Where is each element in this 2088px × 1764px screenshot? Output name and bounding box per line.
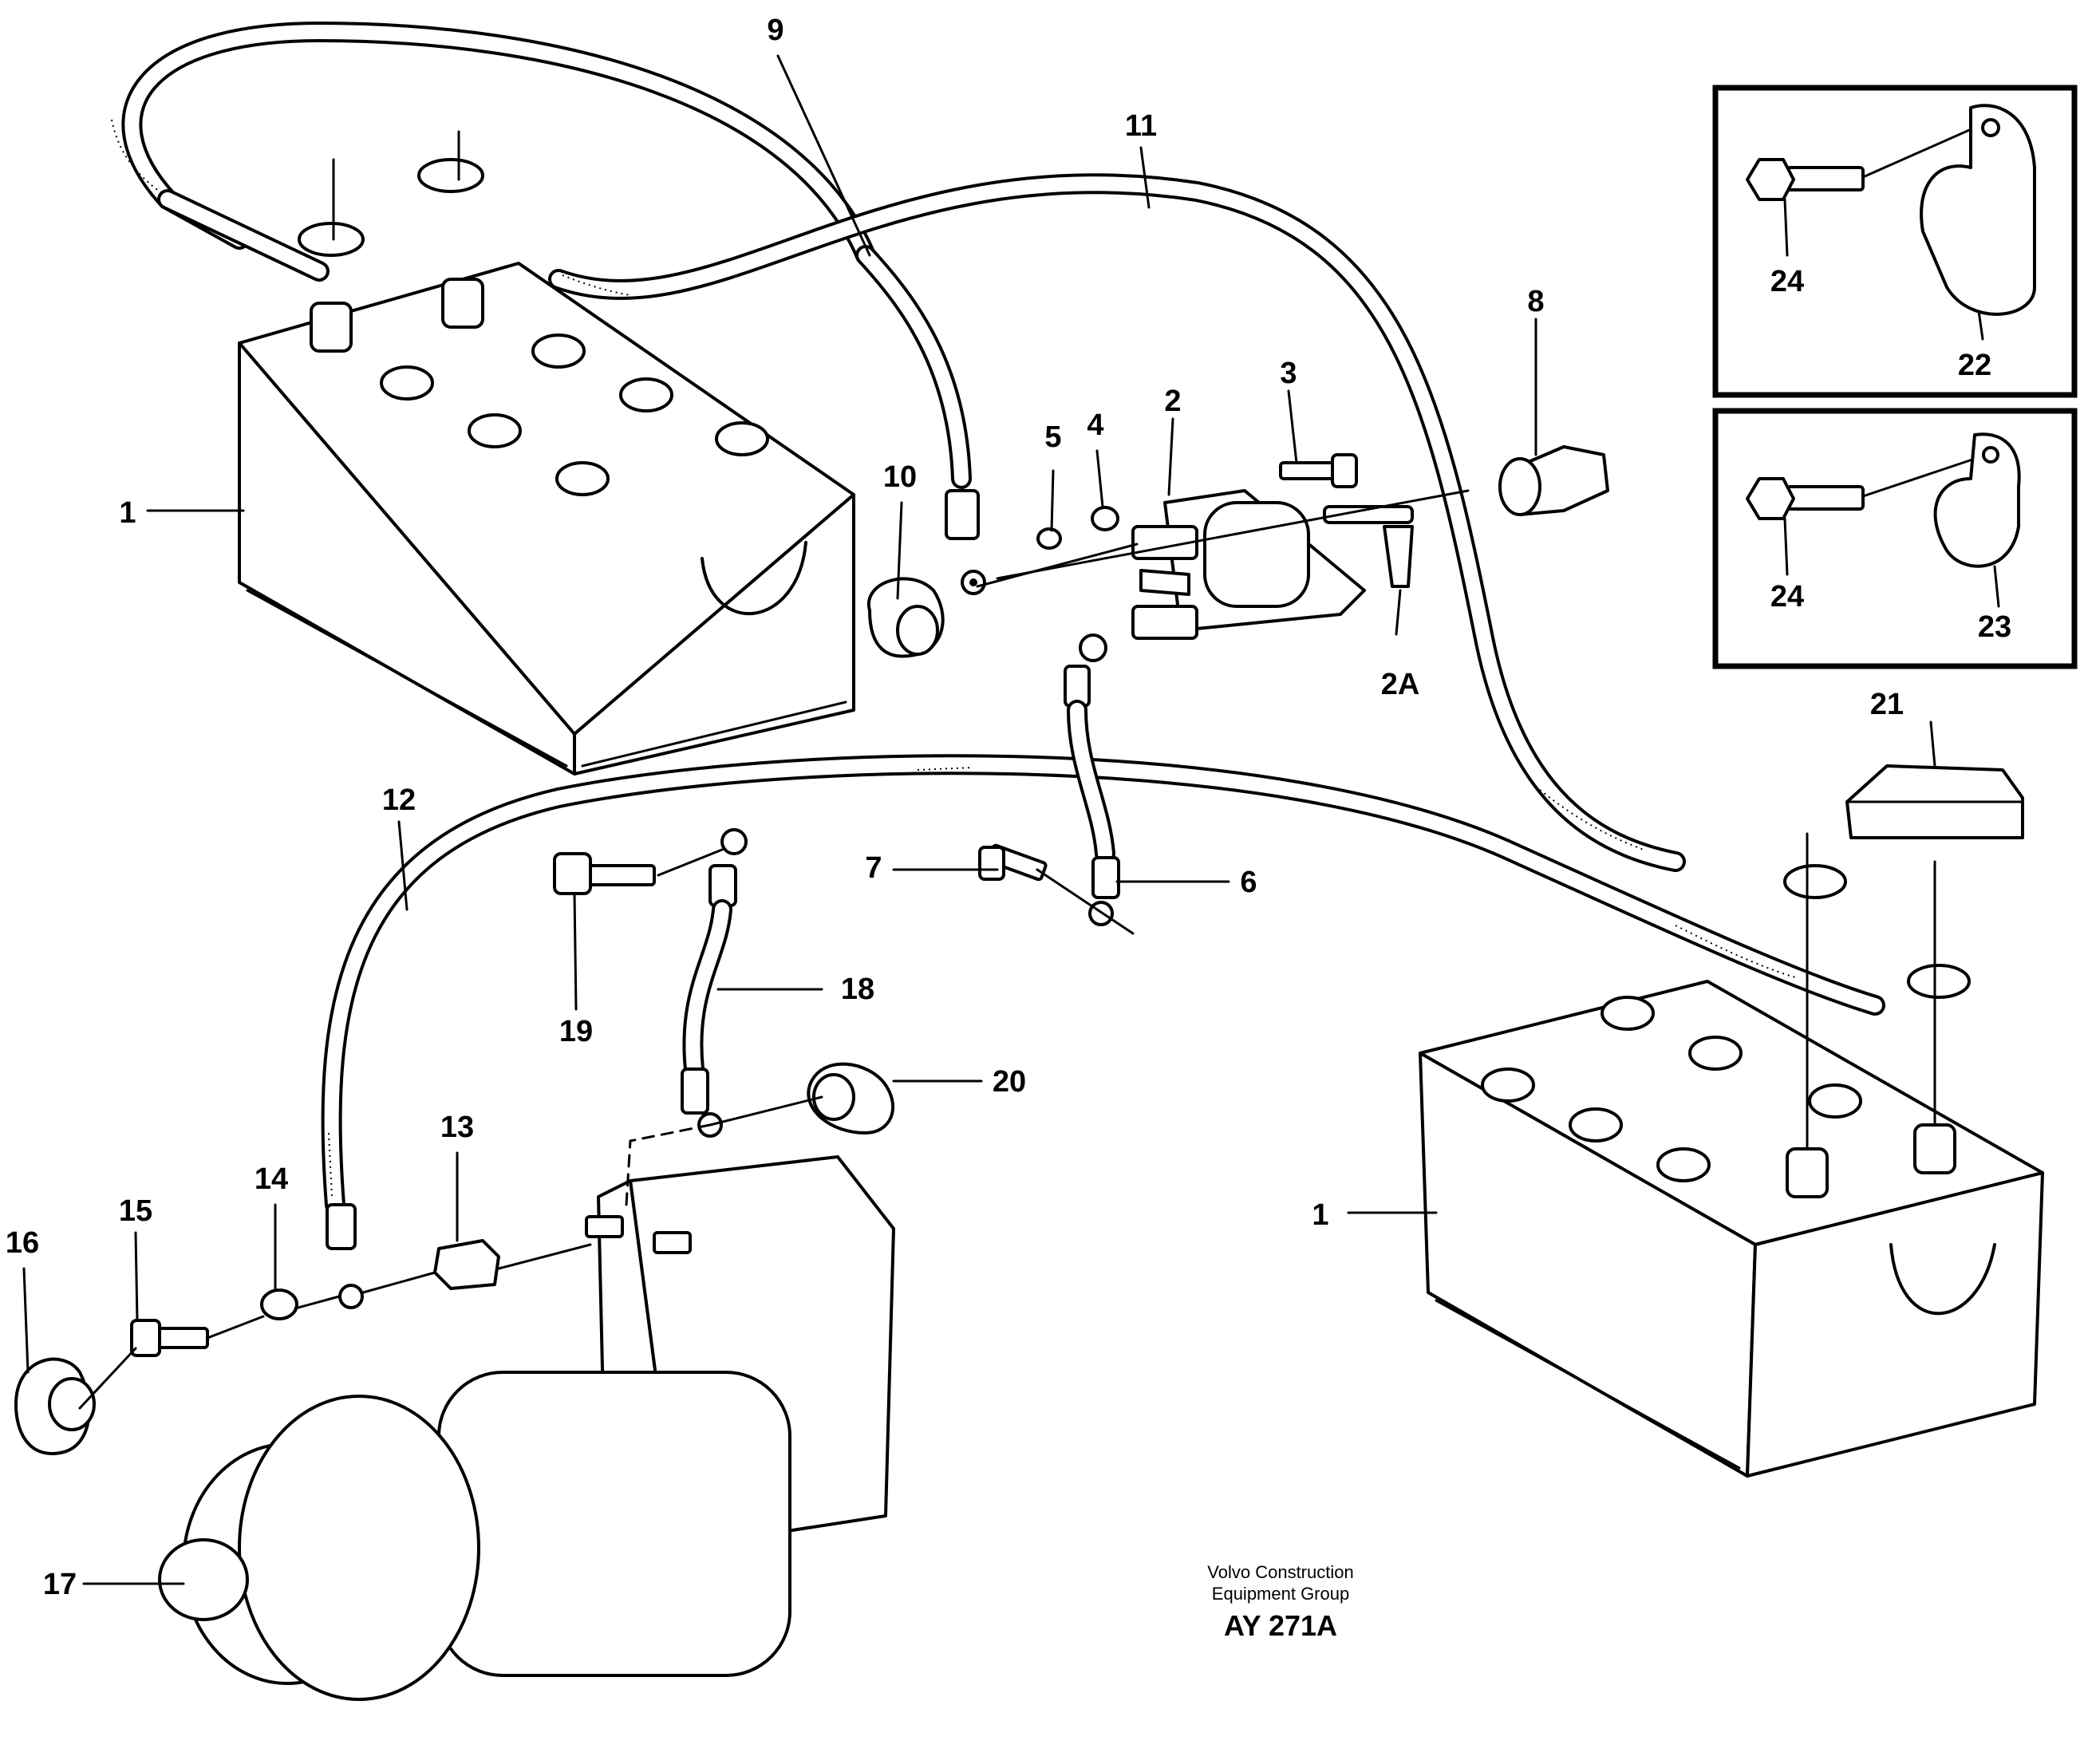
callout-3: 3 [1280, 357, 1297, 390]
callout-18: 18 [841, 973, 874, 1006]
callout-17: 17 [43, 1568, 77, 1601]
cover-21 [1845, 764, 2024, 839]
solenoid-2 [1131, 489, 1414, 640]
bolt-7 [978, 843, 1048, 882]
nut-5 [1036, 527, 1062, 550]
leader-lines [22, 54, 2000, 1585]
callout-labels: 1 1 2 2A 3 4 5 6 7 8 9 10 11 12 13 14 15… [6, 14, 2011, 1601]
cable-6 [1064, 633, 1120, 926]
boot-20 [807, 1062, 895, 1135]
callout-15: 15 [119, 1194, 152, 1228]
callout-24b: 24 [1770, 580, 1804, 614]
callout-23: 23 [1978, 610, 2011, 644]
bolt-19 [553, 852, 656, 895]
footer-line-1: Volvo Construction [1207, 1562, 1353, 1582]
bolt-3 [1279, 453, 1358, 488]
callout-1a: 1 [119, 496, 136, 530]
callout-21: 21 [1870, 688, 1904, 721]
callout-20: 20 [993, 1065, 1026, 1099]
callout-10: 10 [883, 460, 917, 494]
bolt-15 [130, 1319, 209, 1357]
callout-5: 5 [1044, 420, 1061, 454]
inset-box-lower [1712, 408, 2078, 669]
footer-credit: Volvo Construction Equipment Group AY 27… [1207, 1562, 1353, 1642]
terminal-clamps-top-left [157, 130, 484, 282]
callout-9: 9 [767, 14, 783, 47]
callout-14: 14 [255, 1162, 288, 1196]
callout-6: 6 [1240, 866, 1257, 899]
cable-18 [681, 828, 748, 1138]
battery-bottom-right [1419, 980, 2044, 1478]
battery-top-left [238, 262, 855, 775]
assembly-lines [78, 489, 1470, 1410]
washer-4 [1091, 506, 1119, 531]
callout-16: 16 [6, 1226, 39, 1260]
callout-1b: 1 [1312, 1198, 1328, 1232]
callout-2: 2 [1164, 385, 1181, 418]
callout-12: 12 [382, 783, 416, 817]
cap-8 [1498, 445, 1609, 516]
inset-box-upper [1712, 85, 2078, 398]
cable-9 [111, 21, 986, 595]
callout-22: 22 [1958, 349, 1991, 382]
cable-12 [321, 754, 1885, 1215]
nut-13 [433, 1239, 500, 1290]
terminal-clamps-bottom-right [1783, 832, 1971, 1150]
callout-8: 8 [1527, 285, 1544, 318]
callout-4: 4 [1087, 408, 1103, 442]
callout-2a: 2A [1381, 668, 1420, 701]
starter-motor-17 [158, 1155, 895, 1701]
callout-13: 13 [440, 1111, 474, 1144]
callout-11: 11 [1125, 109, 1157, 143]
callout-7: 7 [865, 851, 882, 885]
callout-19: 19 [559, 1015, 593, 1048]
cable-12-lug [326, 1203, 364, 1309]
washer-14 [260, 1288, 298, 1320]
footer-code: AY 271A [1224, 1609, 1337, 1642]
cable-11 [548, 173, 1686, 872]
callout-24a: 24 [1770, 265, 1804, 298]
footer-line-2: Equipment Group [1212, 1584, 1349, 1604]
boot-16 [14, 1357, 96, 1455]
boot-10 [866, 577, 945, 658]
